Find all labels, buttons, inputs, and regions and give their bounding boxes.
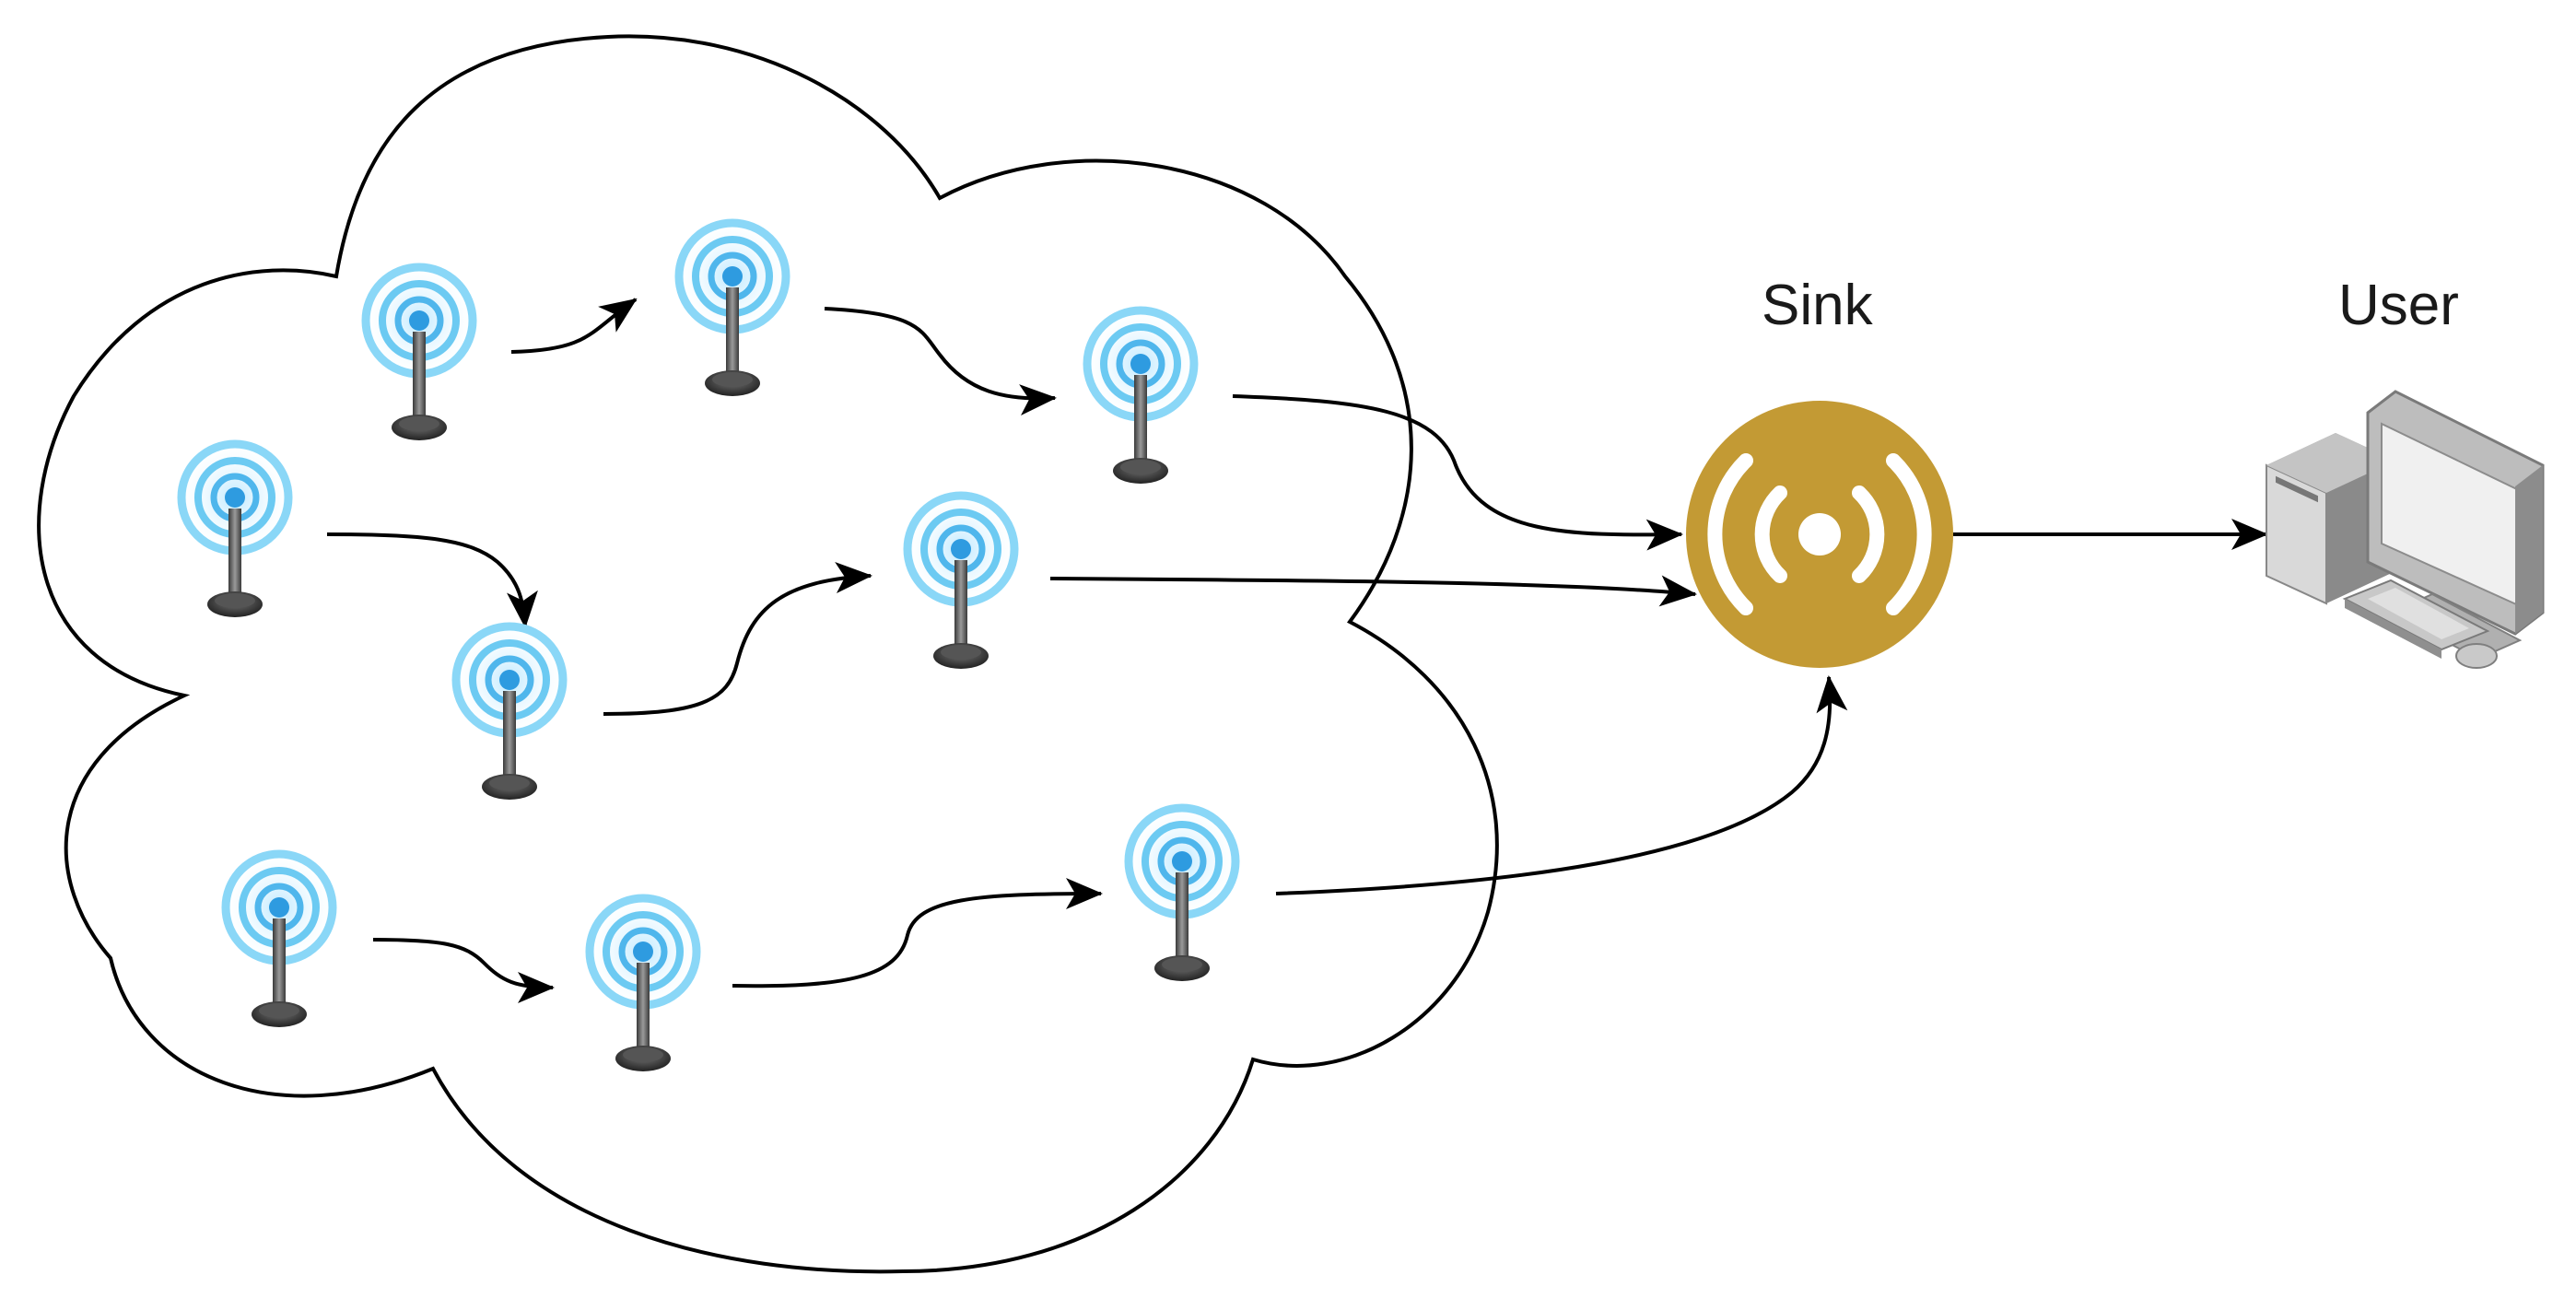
flow-arrow [1049,575,1697,607]
sensor-antenna-icon [218,847,340,1027]
sink-radio-icon [1686,401,1953,668]
sink-label: Sink [1762,274,1873,337]
network-cloud-outline [37,34,1499,1274]
sensor-antenna-icon [1121,801,1243,981]
flow-arrow [372,938,555,1003]
flow-arrow [732,878,1103,988]
flow-arrow [510,298,638,354]
flow-arrow [824,307,1057,416]
sensor-antenna-icon [582,891,704,1071]
user-label: User [2338,274,2459,337]
flow-arrow [326,532,538,628]
flow-arrow [603,562,872,716]
sensor-antenna-icon [900,488,1022,669]
sensor-antenna-icon [449,619,570,800]
sensor-antenna-icon [1080,303,1201,484]
sensor-antenna-icon [672,216,793,396]
flow-arrow [1275,675,1848,895]
sensor-antenna-icon [174,437,296,617]
flow-arrows [326,298,2268,1003]
desktop-computer-icon [2266,390,2545,669]
sensor-nodes [174,216,1243,1071]
sensor-antenna-icon [358,260,480,440]
flow-arrow [1232,394,1683,551]
